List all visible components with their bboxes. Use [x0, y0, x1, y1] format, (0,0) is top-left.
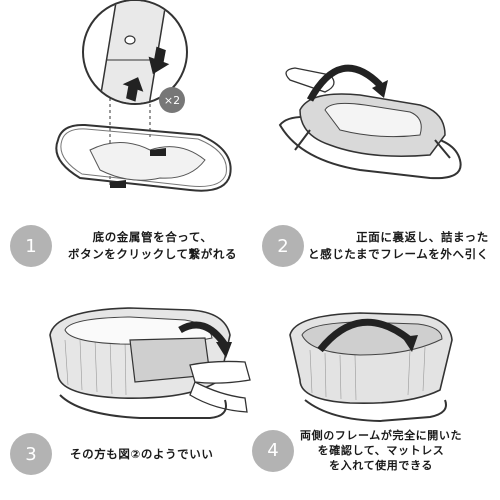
flip-frame-diagram — [278, 64, 462, 180]
step-number-badge: 2 — [262, 225, 304, 267]
step-4: 4 両側のフレームが完全に開いた を確認して、マットレス を入れて使用できる — [252, 428, 500, 473]
step-2-line-1: 正面に裏返し、詰まった — [356, 230, 489, 244]
step-4-line-2: を確認して、マットレス — [317, 444, 445, 457]
step-4-instructions: 両側のフレームが完全に開いた を確認して、マットレス を入れて使用できる — [300, 428, 462, 473]
step-4-line-3: を入れて使用できる — [329, 459, 433, 472]
pull-frame-diagram — [49, 307, 251, 419]
step-number-badge: 3 — [10, 433, 52, 475]
step-4-line-1: 両側のフレームが完全に開いた — [300, 429, 463, 442]
step-2-line-2: と感じたまでフレームを外へ引く — [308, 247, 489, 261]
illustration-step-1: ×2 — [40, 0, 250, 210]
step-3-line-1: その方も図②のようでいい — [70, 446, 214, 461]
step-1-instructions: 底の金属管を合って、 ボタンをクリックして繋がれる — [68, 229, 237, 263]
step-1: 1 底の金属管を合って、 ボタンをクリックして繋がれる — [10, 225, 250, 267]
illustration-step-4 — [280, 305, 460, 425]
step-3-instructions: その方も図②のようでいい — [70, 446, 213, 463]
illustration-step-3 — [40, 300, 255, 425]
step-number-badge: 1 — [10, 225, 52, 267]
step-number-badge: 4 — [252, 429, 294, 472]
illustration-step-2 — [270, 40, 470, 200]
frame-connect-diagram: ×2 — [55, 0, 232, 192]
step-1-line-1: 底の金属管を合って、 — [92, 230, 213, 244]
multiplier-label: ×2 — [164, 94, 180, 107]
open-bassinet-diagram — [289, 312, 453, 423]
step-3: 3 その方も図②のようでいい — [10, 433, 250, 475]
step-2-instructions: 正面に裏返し、詰まった と感じたまでフレームを外へ引く — [308, 229, 489, 263]
step-1-line-2: ボタンをクリックして繋がれる — [68, 247, 238, 261]
step-2: 2 正面に裏返し、詰まった と感じたまでフレームを外へ引く — [262, 225, 500, 267]
